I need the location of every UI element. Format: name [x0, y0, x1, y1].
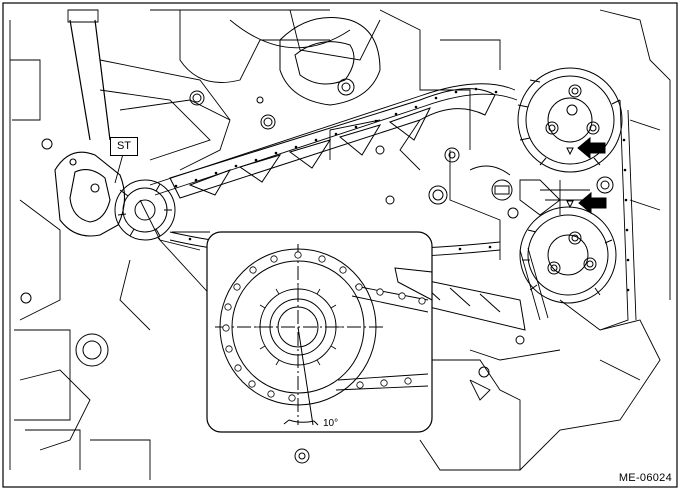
special-tool-label: ST [110, 137, 138, 156]
detail-inset [206, 231, 433, 433]
callout-leader [114, 153, 216, 301]
front-housing [279, 17, 381, 106]
engine-block [9, 9, 671, 480]
bolts [20, 78, 614, 464]
chain-guide-upper [169, 88, 496, 199]
angle-label: 10° [322, 418, 340, 429]
camshaft-sprocket-upper [517, 67, 623, 173]
figure-id: ME-06024 [618, 472, 672, 484]
special-tool [54, 151, 126, 237]
inset-sprocket-teeth [254, 283, 342, 366]
inset-chain-links [222, 251, 426, 402]
camshaft-sprocket-lower [519, 206, 617, 304]
